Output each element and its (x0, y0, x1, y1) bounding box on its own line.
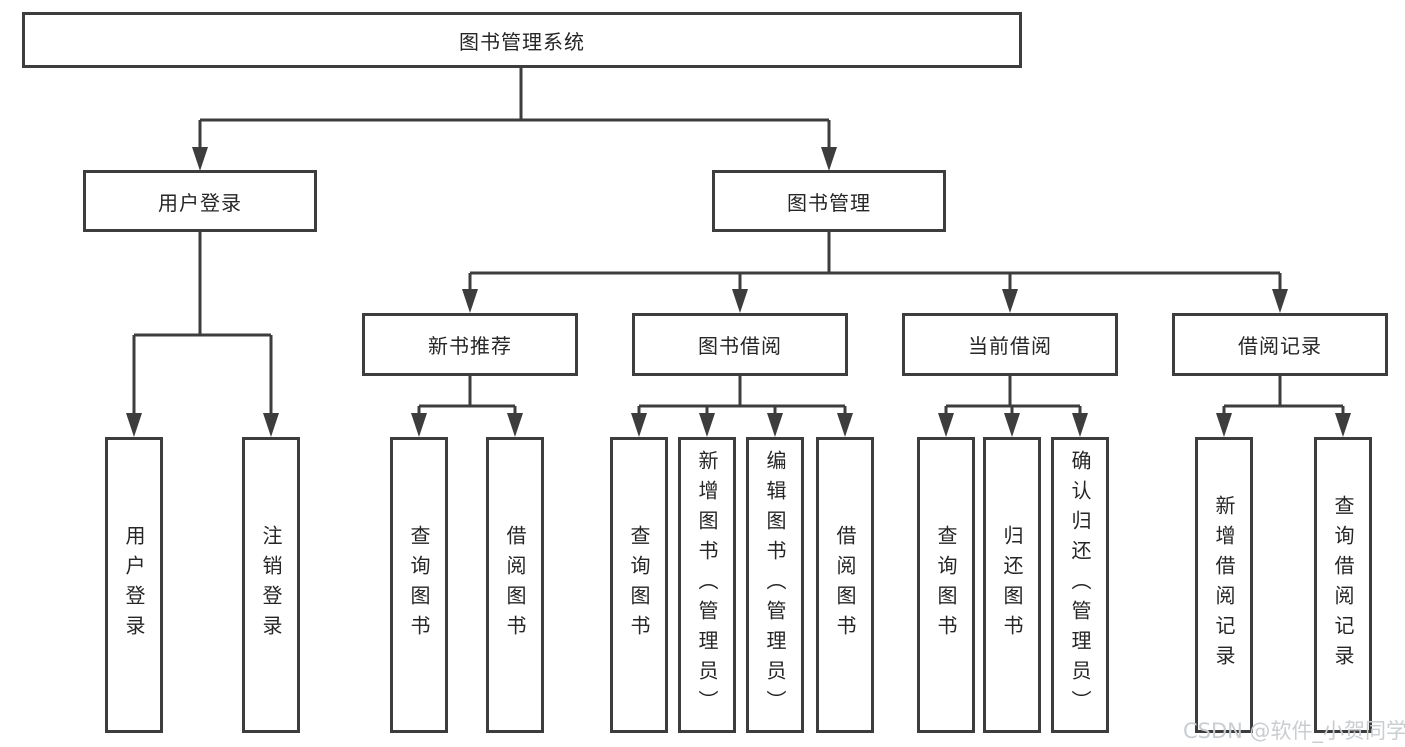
leaf-confirm-return-admin: 确认归还（管理员） (1051, 437, 1109, 733)
node-borrowing-records: 借阅记录 (1172, 313, 1388, 376)
leaf-edit-book-admin: 编辑图书（管理员） (746, 437, 804, 733)
node-book-management-branch: 图书管理 (712, 170, 946, 232)
leaf-user-login: 用户登录 (105, 437, 163, 733)
node-book-borrowing: 图书借阅 (632, 313, 848, 376)
node-user-login-branch: 用户登录 (83, 170, 317, 232)
leaf-borrow-books-recommend: 借阅图书 (486, 437, 544, 733)
csdn-watermark: CSDN @软件_小贺同学 (1183, 719, 1405, 743)
node-new-book-recommend: 新书推荐 (362, 313, 578, 376)
leaf-return-books: 归还图书 (983, 437, 1041, 733)
node-root-system: 图书管理系统 (22, 12, 1022, 68)
leaf-borrow-books-borrowing: 借阅图书 (816, 437, 874, 733)
leaf-query-books-borrowing: 查询图书 (610, 437, 668, 733)
leaf-add-book-admin: 新增图书（管理员） (678, 437, 736, 733)
leaf-logout: 注销登录 (242, 437, 300, 733)
node-current-borrowing: 当前借阅 (902, 313, 1118, 376)
leaf-query-books-recommend: 查询图书 (390, 437, 448, 733)
leaf-add-borrow-record: 新增借阅记录 (1195, 437, 1253, 733)
leaf-query-books-current: 查询图书 (917, 437, 975, 733)
leaf-query-borrow-record: 查询借阅记录 (1314, 437, 1372, 733)
